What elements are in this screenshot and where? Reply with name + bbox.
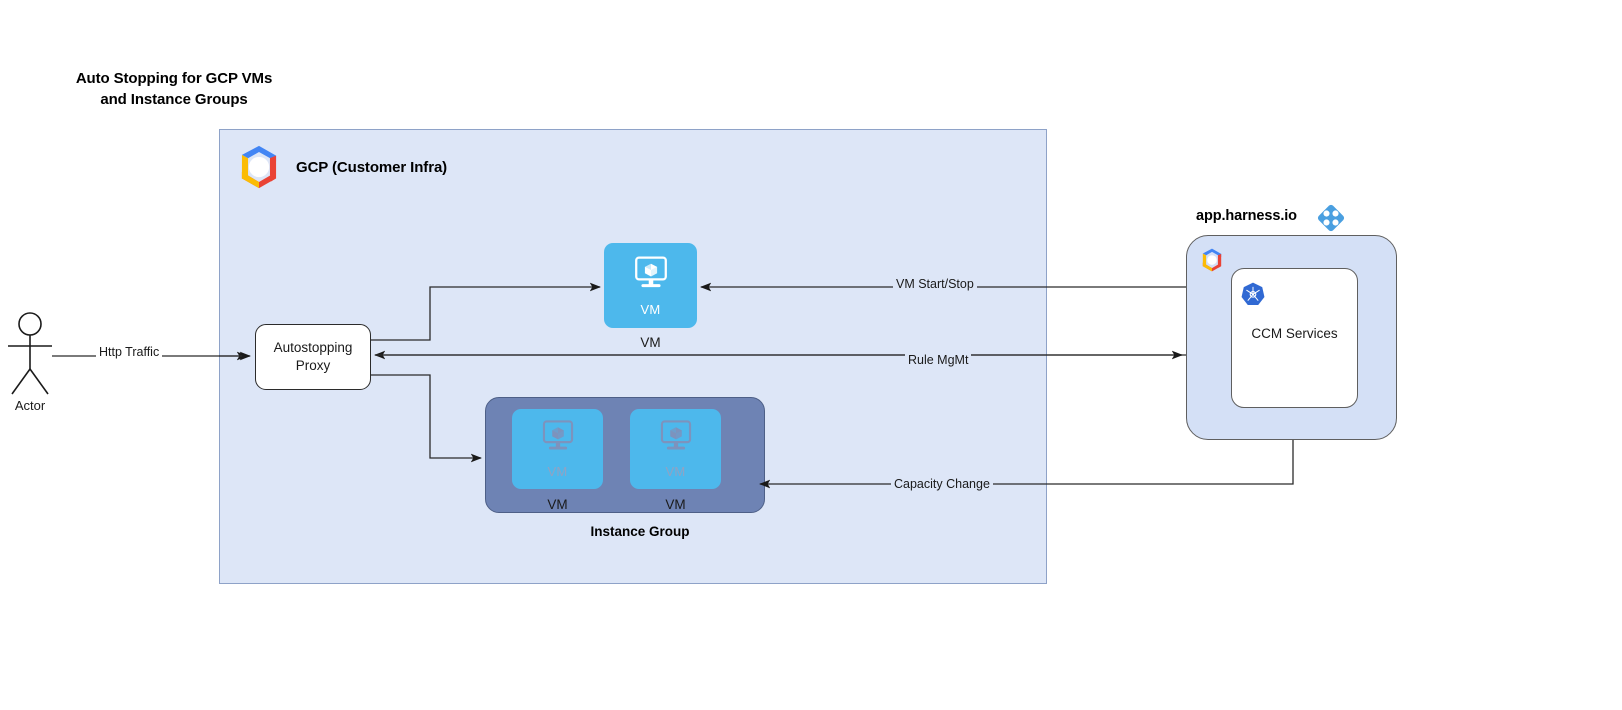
ccm-services-box[interactable] — [1231, 268, 1358, 408]
vm-monitor-cube-icon — [538, 419, 578, 462]
gcp-logo-icon — [233, 141, 285, 193]
ccm-services-label: CCM Services — [1251, 326, 1338, 341]
page-title-line-1: Auto Stopping for GCP VMs — [75, 70, 273, 87]
autostopping-proxy-label-line-1: Autostopping — [273, 339, 353, 355]
harness-diamond-icon — [1316, 203, 1346, 238]
edge-label-vm-start-stop: VM Start/Stop — [893, 277, 977, 291]
instance-group-vm-1-caption: VM — [547, 497, 568, 512]
page-title-line-2: and Instance Groups — [100, 91, 248, 109]
vm-standalone-node[interactable]: VM — [604, 243, 697, 328]
gcp-logo-icon — [1198, 246, 1226, 274]
instance-group-caption: Instance Group — [590, 524, 690, 539]
edge-label-capacity-change: Capacity Change — [891, 477, 993, 491]
instance-group-vm-2-inner-label: VM — [665, 464, 686, 479]
page-title: Auto Stopping for GCP VMs and Instance G… — [44, 68, 304, 111]
vm-standalone-inner-label: VM — [640, 301, 661, 317]
vm-monitor-cube-icon — [656, 419, 696, 462]
instance-group-vm-2-caption: VM — [665, 497, 686, 512]
kubernetes-icon — [1240, 281, 1266, 312]
edge-label-http-traffic: Http Traffic — [96, 345, 163, 359]
autostopping-proxy-node[interactable]: Autostopping Proxy — [255, 324, 371, 390]
vm-monitor-cube-icon — [630, 255, 672, 300]
instance-group-vm-2[interactable]: VM — [630, 409, 721, 489]
instance-group-vm-1[interactable]: VM — [512, 409, 603, 489]
edge-label-rule-mgmt: Rule MgMt — [905, 353, 972, 367]
actor-label: Actor — [14, 398, 46, 413]
autostopping-proxy-label-line-2: Proxy — [295, 358, 331, 373]
stick-figure-icon — [4, 312, 60, 401]
instance-group-vm-1-inner-label: VM — [547, 464, 568, 479]
harness-title: app.harness.io — [1196, 208, 1297, 224]
gcp-container-label: GCP (Customer Infra) — [296, 159, 448, 176]
vm-standalone-caption: VM — [640, 335, 661, 350]
